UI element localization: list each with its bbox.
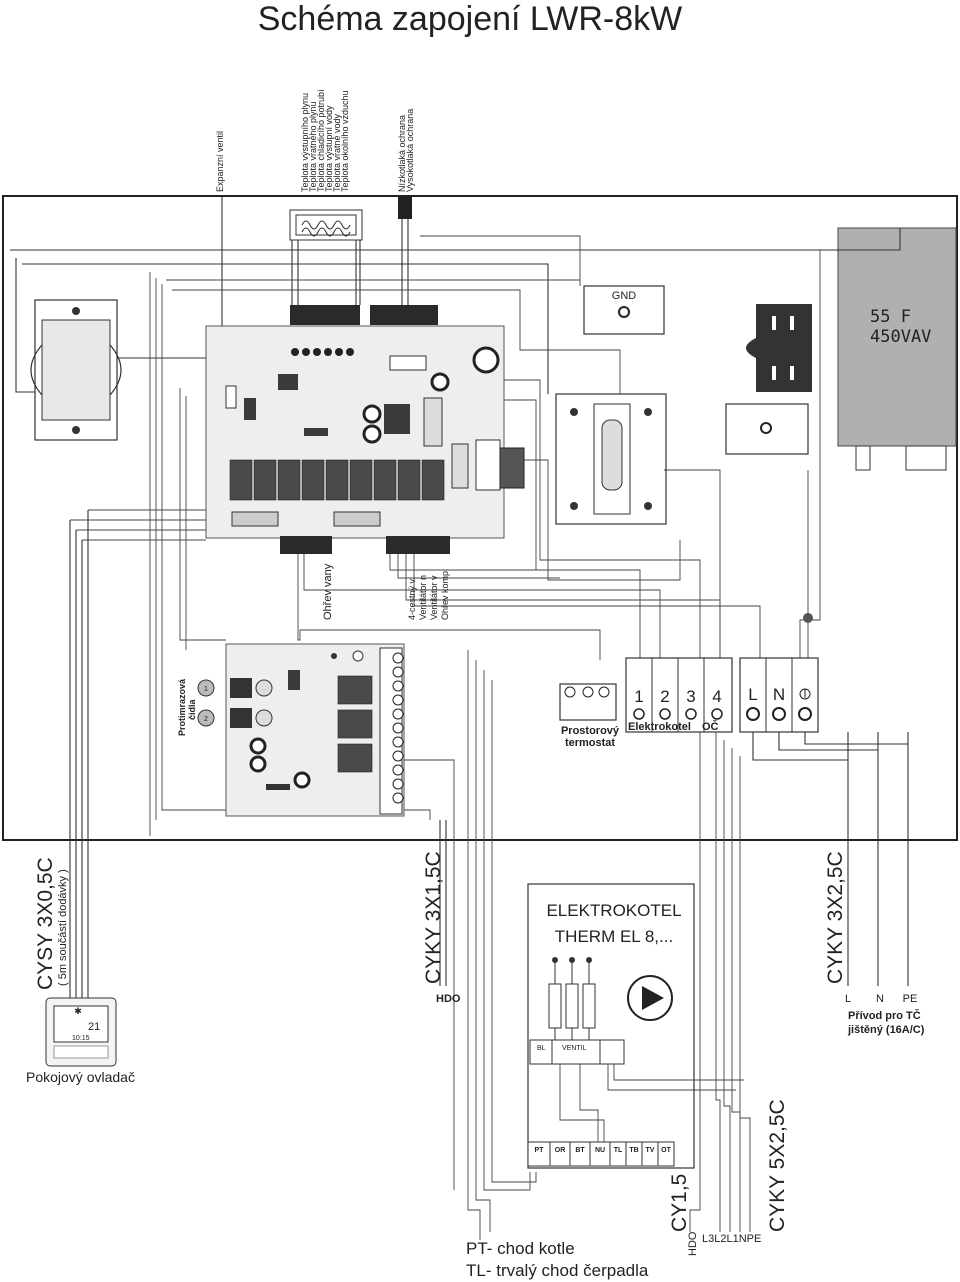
pressure-switch-plug (398, 197, 412, 219)
transformer (30, 299, 122, 441)
room-thermostat-terminal (559, 683, 617, 721)
boiler-terminal-nu: NU (595, 1147, 605, 1154)
cable-label-cysy-note: ( 5m součástí dodávky ) (57, 869, 69, 986)
sensor-label-4: Teplota výstupní vody (324, 105, 334, 192)
main-control-board (205, 305, 525, 554)
sensor-label-3: Teplota chladicího potrubí (316, 89, 326, 192)
pump-icon (627, 975, 673, 1021)
block-number-3: 3 (686, 687, 695, 706)
external-cables (69, 510, 909, 1240)
controller-sun-icon: ✱ (74, 1006, 82, 1016)
ground-block-top (583, 285, 665, 335)
controller-time: 10:15 (72, 1035, 90, 1042)
antifreeze-board (225, 643, 405, 817)
sensor-label-6: Teplota okolního vzduchu (340, 90, 350, 192)
antifreeze-sensors (197, 679, 215, 727)
low-pressure-label: Nízkotlaká ochrana (397, 115, 407, 192)
sensor-label-1: Teplota výstupního plynu (300, 93, 310, 192)
cable-label-cyky-5x: CYKY 5X2,5C (766, 1099, 789, 1232)
power-terminal-block (739, 613, 819, 733)
supply-pe: PE (903, 993, 918, 1005)
capacitor-capacitance: 55 F (870, 307, 911, 327)
electric-boiler (527, 883, 744, 1169)
boiler-strip-mid: VENTIL (562, 1045, 587, 1052)
internal-wiring (10, 228, 901, 836)
capacitor (837, 227, 957, 471)
supply-label-line1: Přívod pro TČ (848, 1009, 921, 1022)
legend-pt: PT- chod kotle (466, 1239, 575, 1258)
boiler-terminal-tb: TB (629, 1147, 638, 1154)
ground-block-right (725, 403, 809, 455)
elektrokotel-label: Elektrokotel (628, 721, 691, 733)
cable-end-hdo: HDO (687, 1231, 699, 1256)
capacitor-voltage: 450VAV (870, 327, 931, 347)
supply-label-line2: jištěný (16A/C) (847, 1024, 925, 1036)
legend-tl: TL- trvalý chod čerpadla (466, 1261, 649, 1280)
antifreeze-label-line1: Protimrazová (177, 678, 187, 736)
boiler-terminal-ot: OT (661, 1147, 671, 1154)
power-terminal-l: L (748, 685, 757, 704)
elektrokotel-terminal-block (625, 657, 733, 733)
block-number-4: 4 (712, 687, 721, 706)
output-label-4way-valve: 4-cestný v. (407, 577, 417, 620)
supply-l: L (845, 993, 851, 1005)
boiler-name-line1: ELEKTROKOTEL (546, 901, 681, 920)
hdo-label: HDO (436, 993, 461, 1005)
cable-label-cyky-hdo: CYKY 3X1,5C (422, 851, 445, 984)
room-controller: ✱ (45, 997, 117, 1067)
sensor-label-2: Teplota vratného plynu (308, 101, 318, 192)
start-relay (746, 304, 812, 392)
sensor-label-5: Teplota vratné vody (332, 113, 342, 192)
main-enclosure (2, 195, 958, 841)
controller-temperature: 21 (88, 1021, 100, 1033)
block-number-1: 1 (634, 687, 643, 706)
output-label-fan-low: Ventilátor n (418, 575, 428, 620)
high-pressure-label: Vysokotlaká ochrana (405, 109, 415, 192)
cable-label-cy15: CY1,5 (668, 1174, 691, 1232)
boiler-terminal-tv: TV (646, 1147, 655, 1154)
thermostat-label-line2: termostat (565, 737, 615, 749)
output-label-compressor-heat: Ohřev komp. (440, 568, 450, 620)
sensor-labels: Teplota výstupního plynu Teplota vratnéh… (300, 89, 350, 192)
output-label-ohrev-vany: Ohřev vany (322, 563, 334, 620)
block-number-2: 2 (660, 687, 669, 706)
room-controller-label: Pokojový ovladač (26, 1069, 135, 1085)
sensor-coils (289, 209, 363, 305)
contactor (555, 393, 667, 525)
cable-label-cysy: CYSY 3X0,5C (34, 857, 57, 990)
boiler-terminal-pt: PT (535, 1147, 545, 1154)
thermostat-label-line1: Prostorový (561, 725, 620, 737)
cable-end-phases: L3L2L1NPE (702, 1233, 761, 1245)
output-label-fan-high: Ventilátor v (429, 575, 439, 620)
diagram-title: Schéma zapojení LWR-8kW (258, 0, 683, 38)
boiler-terminal-bt: BT (575, 1147, 585, 1154)
power-terminal-n: N (773, 685, 785, 704)
antifreeze-sensor-2-number: 2 (204, 716, 208, 723)
boiler-strip-left: BL (537, 1045, 546, 1052)
supply-n: N (876, 993, 884, 1005)
antifreeze-label-line2: čidla (187, 698, 197, 720)
cable-label-cyky-power: CYKY 3X2,5C (824, 851, 847, 984)
boiler-terminal-tl: TL (614, 1147, 623, 1154)
boiler-name-line2: THERM EL 8,... (555, 927, 673, 946)
oc-label: OČ (702, 720, 719, 733)
gnd-label: GND (612, 290, 637, 302)
boiler-terminal-or: OR (555, 1147, 566, 1154)
expansion-valve-label: Expanzní ventil (215, 131, 225, 192)
heating-elements (548, 957, 596, 1040)
antifreeze-sensor-1-number: 1 (204, 686, 208, 693)
